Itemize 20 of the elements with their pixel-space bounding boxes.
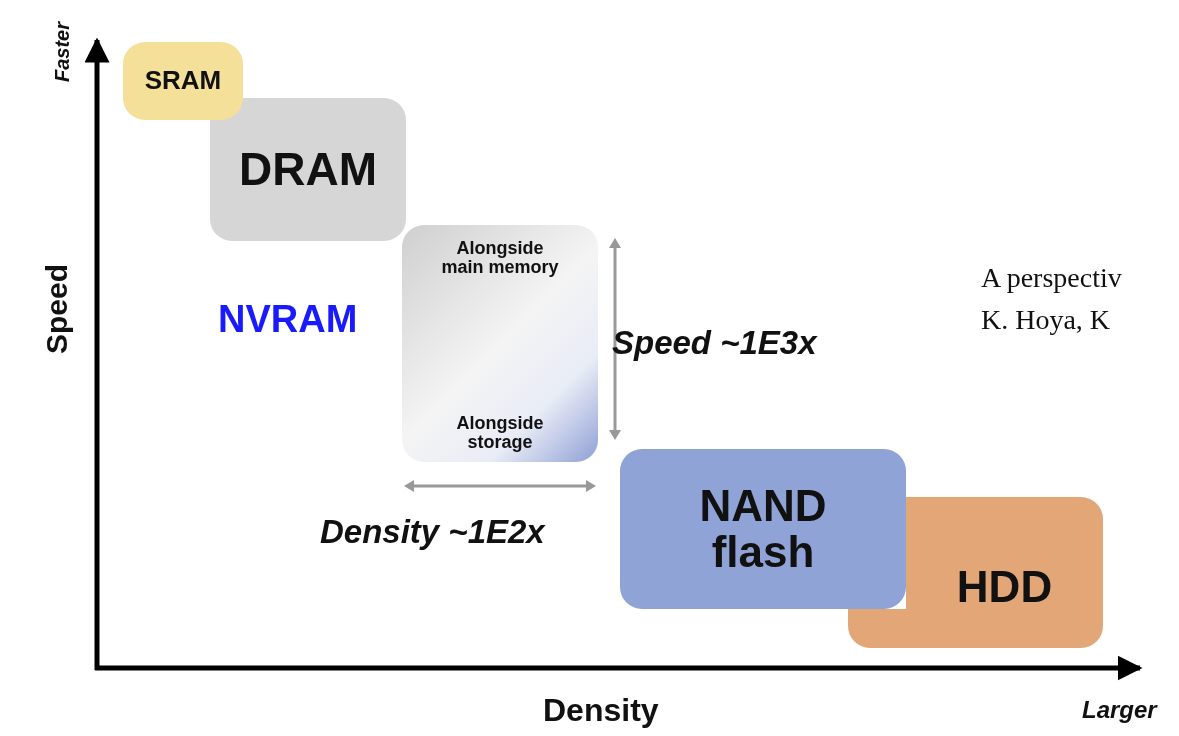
memory-label: Alongside storage xyxy=(455,414,545,452)
measure-label: Density ~1E2x xyxy=(320,515,545,548)
axis-end-label: Larger xyxy=(1082,698,1157,722)
axis-title: Density xyxy=(543,694,659,726)
memory-box xyxy=(906,497,1103,648)
memory-label: Alongside main memory xyxy=(440,239,560,277)
citation-text: K. Hoya, K xyxy=(981,306,1111,334)
memory-label: NVRAM xyxy=(218,298,358,341)
axis-title: Speed xyxy=(42,268,72,354)
memory-label: NAND flash xyxy=(698,482,828,576)
memory-label: DRAM xyxy=(239,145,377,194)
axis-end-label: Faster xyxy=(52,22,72,82)
citation-text: A perspectiv xyxy=(981,264,1122,292)
memory-box xyxy=(123,42,243,120)
memory-label: SRAM xyxy=(144,67,222,95)
memory-box xyxy=(402,225,598,462)
memory-box xyxy=(210,98,406,241)
memory-label: HDD xyxy=(956,564,1053,611)
measure-label: Speed ~1E3x xyxy=(612,326,817,359)
memory-box xyxy=(620,449,906,609)
